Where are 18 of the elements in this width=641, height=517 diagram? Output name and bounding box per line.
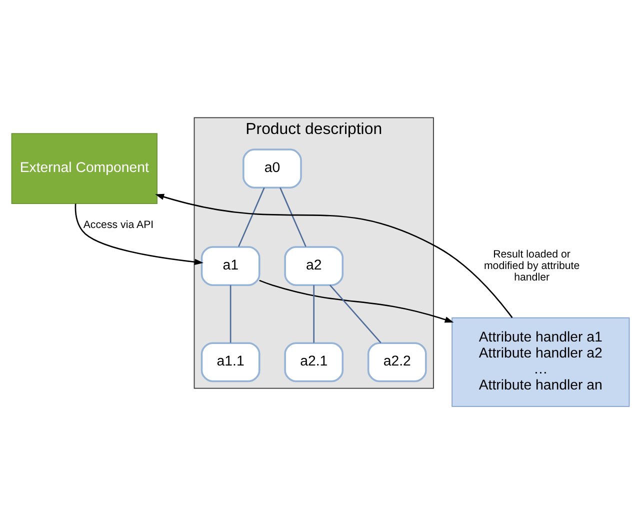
arrow — [155, 194, 513, 318]
edge-label: Result loaded or modified by attribute handler — [484, 248, 580, 284]
connector — [230, 285, 232, 343]
node-box: a2 — [284, 246, 344, 286]
node-box: a1 — [200, 246, 260, 286]
node-box: Attribute handler a1 Attribute handler a2 … Attribute handler an — [452, 317, 630, 407]
connector — [280, 187, 306, 247]
connector — [329, 284, 382, 344]
arrow — [259, 280, 454, 323]
arrow — [74, 204, 204, 266]
connector — [238, 187, 265, 247]
node-box: External Component — [11, 133, 158, 204]
node-box: a2.2 — [367, 342, 427, 382]
node-box: a1.1 — [200, 342, 260, 382]
node-box: a0 — [242, 148, 302, 188]
connector — [313, 285, 315, 343]
node-box: a2.1 — [284, 342, 344, 382]
edge-label: Access via API — [83, 219, 154, 232]
